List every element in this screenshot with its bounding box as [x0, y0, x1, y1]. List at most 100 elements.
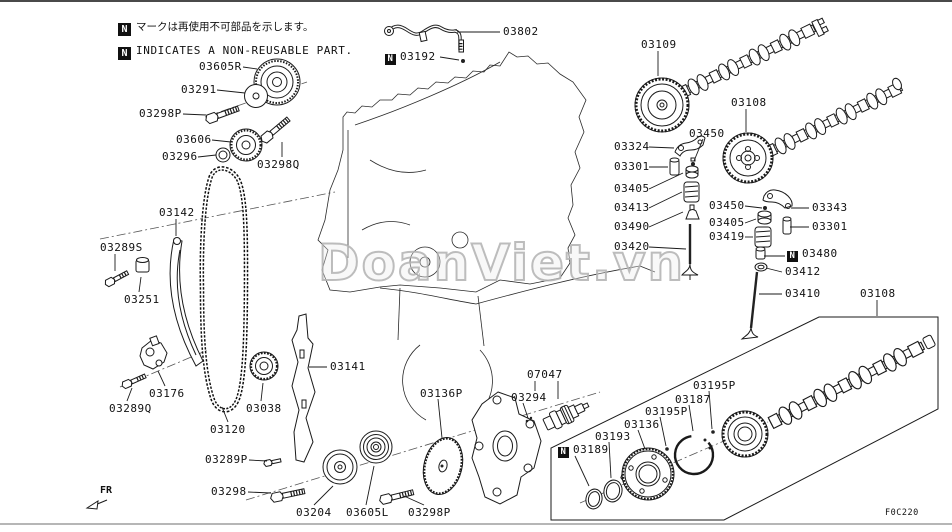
- part-label-03405: 03405: [709, 217, 745, 229]
- part-number: 03324: [614, 140, 650, 153]
- part-number: 03176: [149, 387, 185, 400]
- part-number: 03289P: [205, 453, 248, 466]
- part-number: 03606: [176, 133, 212, 146]
- leader-line-03204: [313, 485, 334, 506]
- part-number: 03420: [614, 240, 650, 253]
- part-label-03136: 03136: [624, 419, 660, 431]
- part-number: 03193: [595, 430, 631, 443]
- part-number: 03192: [400, 50, 436, 63]
- part-label-03193: 03193: [595, 431, 631, 443]
- part-number: 03298: [211, 485, 247, 498]
- front-direction-arrow: [85, 499, 108, 510]
- leader-line-03136P: [437, 398, 443, 439]
- front-direction-label: FR: [100, 485, 113, 496]
- part-number: 03419: [709, 230, 745, 243]
- part-number: 03410: [785, 287, 821, 300]
- part-label-03412: 03412: [785, 266, 821, 278]
- part-label-03289S: 03289S: [100, 242, 143, 254]
- figure-code: F0C220: [885, 508, 919, 518]
- camshaft-panel: [550, 316, 939, 521]
- part-number: 03450: [709, 199, 745, 212]
- leader-line-03192: [439, 56, 460, 61]
- leader-line-03605L: [365, 465, 375, 506]
- leader-line-03420: [648, 246, 687, 250]
- part-number: 03296: [162, 150, 198, 163]
- part-number: 03195P: [645, 405, 688, 418]
- part-label-03291: 03291: [181, 84, 217, 96]
- leader-line-03291: [216, 89, 246, 94]
- part-number: 03294: [511, 391, 547, 404]
- watermark: DoanViet.vn: [317, 233, 686, 293]
- part-number: 03187: [675, 393, 711, 406]
- part-label-03298: 03298: [211, 486, 247, 498]
- part-label-03141: 03141: [330, 361, 366, 373]
- part-number: 03141: [330, 360, 366, 373]
- part-label-07047: 07047: [527, 369, 563, 381]
- part-number: 03142: [159, 206, 195, 219]
- leader-line-03294: [522, 402, 529, 419]
- part-label-03420: 03420: [614, 241, 650, 253]
- leader-line-03296: [197, 154, 217, 158]
- part-label-03490: 03490: [614, 221, 650, 233]
- part-number: 03480: [802, 247, 838, 260]
- part-label-03298P: 03298P: [139, 108, 182, 120]
- part-label-03802: 03802: [503, 26, 539, 38]
- part-number: 03450: [689, 127, 725, 140]
- part-number: 03802: [503, 25, 539, 38]
- leader-line-03450: [693, 138, 704, 162]
- leader-line-03136: [637, 429, 646, 450]
- part-label-03289P: 03289P: [205, 454, 248, 466]
- vvt-actuator: [542, 402, 590, 431]
- part-label-03176: 03176: [149, 388, 185, 400]
- leader-line-03605R: [242, 66, 258, 70]
- part-label-03343: 03343: [812, 202, 848, 214]
- part-number: 03289S: [100, 241, 143, 254]
- leader-line-03413: [648, 191, 683, 209]
- leader-line-03195P: [708, 390, 713, 430]
- leader-line-03450: [744, 205, 763, 209]
- part-label-03108: 03108: [731, 97, 767, 109]
- part-number: 03038: [246, 402, 282, 415]
- leader-line-03120: [221, 406, 229, 423]
- part-label-03324: 03324: [614, 141, 650, 153]
- part-label-03298P: 03298P: [408, 507, 451, 519]
- part-number: 03605L: [346, 506, 389, 519]
- part-number: 03204: [296, 506, 332, 519]
- part-label-03410: 03410: [785, 288, 821, 300]
- part-number: 03120: [210, 423, 246, 436]
- part-label-03136P: 03136P: [420, 388, 463, 400]
- non-reusable-mark: N: [385, 54, 396, 65]
- part-number: 03109: [641, 38, 677, 51]
- part-label-03294: 03294: [511, 392, 547, 404]
- leader-line-03412: [765, 267, 783, 273]
- valve-assembly-right: [740, 189, 793, 340]
- part-label-03142: 03142: [159, 207, 195, 219]
- part-label-03204: 03204: [296, 507, 332, 519]
- part-number: 03413: [614, 201, 650, 214]
- part-number: 03412: [785, 265, 821, 278]
- leader-line-03251: [138, 276, 142, 293]
- part-number: 03136P: [420, 387, 463, 400]
- part-number: 03301: [812, 220, 848, 233]
- part-label-03405: 03405: [614, 183, 650, 195]
- leader-line-03289P: [248, 459, 268, 462]
- camshaft-exhaust: [722, 77, 906, 184]
- lower-gear-set: [585, 410, 769, 510]
- part-label-03195P: 03195P: [645, 406, 688, 418]
- part-label-03298Q: 03298Q: [257, 159, 300, 171]
- leader-line-03324: [648, 146, 675, 149]
- leader-line-03298P: [182, 113, 207, 116]
- part-label-03120: 03120: [210, 424, 246, 436]
- valve-assembly-left: [669, 135, 706, 280]
- part-number: 03405: [614, 182, 650, 195]
- part-number: 03301: [614, 160, 650, 173]
- camshaft-intake: [634, 17, 829, 133]
- engine-block-outline: [317, 51, 656, 421]
- leader-line-03195P: [659, 416, 667, 447]
